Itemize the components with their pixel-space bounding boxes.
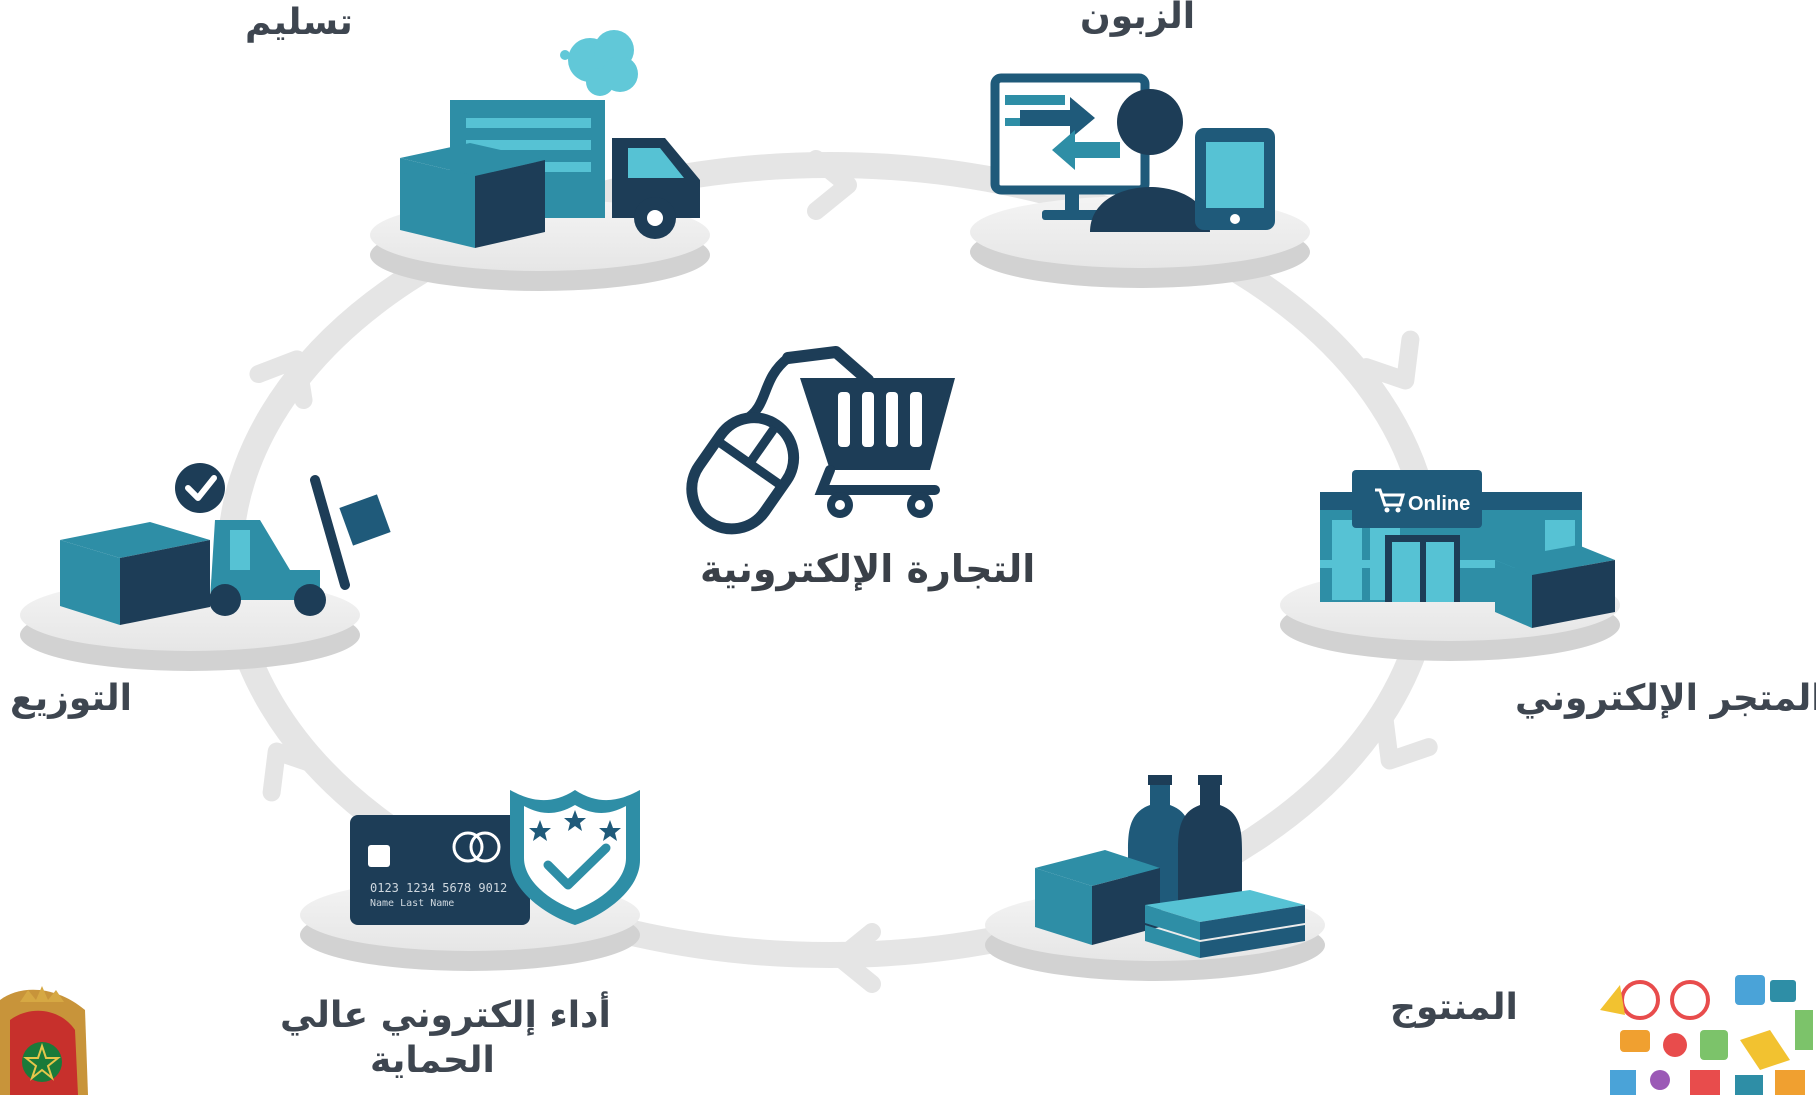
stage-label-customer: الزبون [1080, 0, 1196, 37]
computer-user-tablet-icon [990, 73, 1275, 232]
delivery-truck-icon [400, 30, 700, 248]
arrow-chevron-right-lower-icon [1368, 720, 1429, 775]
stage-customer [970, 73, 1310, 288]
stage-product [985, 775, 1325, 981]
stage-distribution [20, 463, 391, 671]
credit-card-shield-icon: 0123 1234 5678 9012 Name Last Name [350, 790, 640, 925]
stage-online-store: Online [1280, 470, 1620, 661]
stage-label-payment-line2: الحماية [370, 1040, 495, 1081]
stage-label-distribution: التوزيع [10, 678, 132, 719]
card-number-text: 0123 1234 5678 9012 [370, 881, 507, 895]
forklift-package-icon [60, 463, 391, 625]
stage-label-payment-line1: أداء إلكتروني عالي [280, 995, 611, 1036]
stage-delivery [370, 30, 710, 291]
moroccan-coat-of-arms-emblem [0, 986, 88, 1095]
stage-label-product: المنتوج [1390, 987, 1518, 1028]
online-storefront-icon: Online [1320, 470, 1615, 628]
bottles-and-boxes-icon [1035, 775, 1305, 958]
store-sign-text: Online [1408, 493, 1470, 515]
stage-label-online-store: المتجر الإلكتروني [1515, 678, 1816, 719]
stage-payment: 0123 1234 5678 9012 Name Last Name [300, 790, 640, 971]
stage-label-delivery: تسليم [245, 2, 353, 43]
shopping-cart-with-mouse-icon [686, 346, 955, 535]
card-name-text: Name Last Name [370, 898, 454, 909]
center-title: التجارة الإلكترونية [700, 547, 1036, 591]
colorful-shopping-items-collage [1600, 975, 1813, 1095]
